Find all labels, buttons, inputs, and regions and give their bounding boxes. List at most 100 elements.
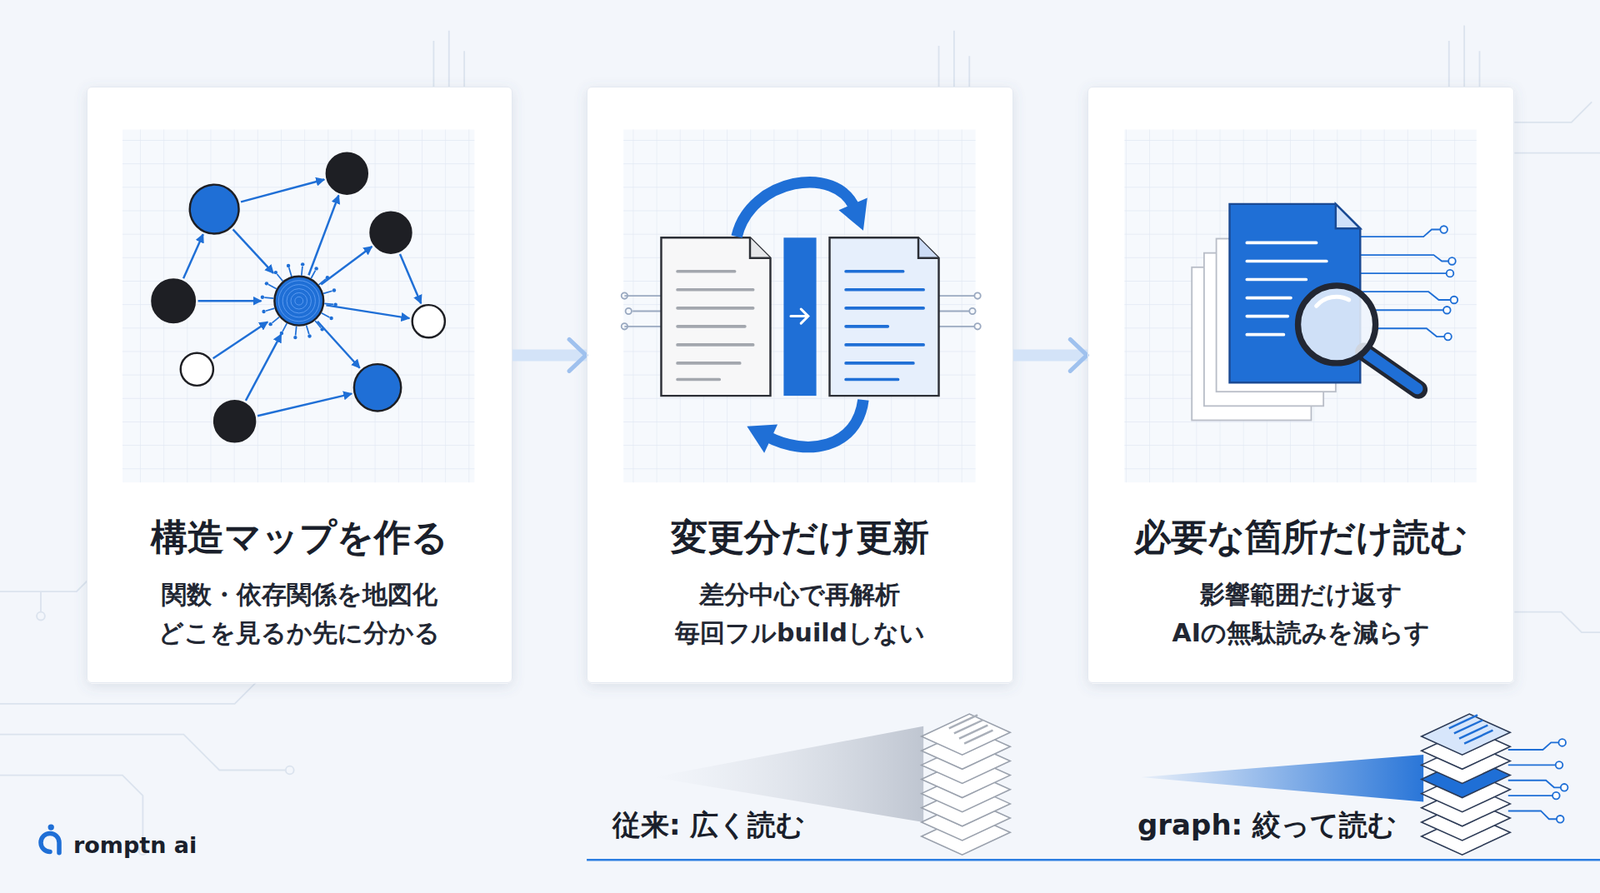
chip-pin-dot — [265, 281, 269, 285]
sheet — [921, 714, 1011, 755]
diff-update-icon — [845, 271, 924, 380]
graph-document-stack — [1508, 742, 1560, 750]
comparison-label: 従来: 広く読む — [612, 806, 805, 844]
chip-core — [278, 280, 320, 322]
card-text: 変更分だけ更新差分中心で再解析毎回フルbuildしない — [587, 514, 1013, 653]
chip-pin — [324, 303, 334, 305]
diff-update-icon — [621, 292, 628, 299]
card-body: 差分中心で再解析 — [699, 575, 900, 615]
diff-update-icon — [783, 237, 816, 396]
graph-node — [354, 364, 401, 411]
graph-node — [151, 280, 195, 323]
sheet-line — [964, 730, 993, 745]
focused-read-icon — [1446, 270, 1455, 278]
card-heading: 構造マップを作る — [150, 514, 449, 561]
flow-arrow — [1013, 349, 1088, 361]
illustration-frames — [1124, 130, 1476, 484]
graph-document-stack — [1556, 815, 1565, 824]
chip-core — [286, 289, 311, 314]
focused-read-icon — [1440, 225, 1458, 340]
graph-document-stack — [1508, 810, 1558, 820]
card-body: 影響範囲だけ返す — [1200, 575, 1403, 615]
chip-pin-dot — [286, 264, 290, 268]
graph-edge — [245, 334, 282, 401]
focused-read-icon — [1360, 272, 1447, 275]
chip-pin — [276, 274, 283, 282]
illustration-frames — [1124, 130, 1476, 484]
card-body: どこを見るか先に分かる — [158, 614, 440, 653]
chip-pin-dot — [274, 270, 278, 275]
graph-node — [326, 153, 368, 195]
focused-read-icon — [1316, 296, 1350, 306]
card-panel — [1087, 86, 1515, 684]
focused-read-icon — [1364, 351, 1419, 390]
circuit-decor — [1449, 25, 1480, 87]
chip-pin-dot — [314, 266, 318, 270]
graph-document-stack — [1555, 761, 1564, 770]
illustration-frames — [623, 130, 975, 484]
focused-read-icon — [1450, 296, 1459, 305]
focused-read-icon — [1335, 204, 1360, 229]
logo-mark — [48, 824, 55, 830]
focused-read-icon — [1298, 285, 1376, 364]
chip-pin-dot — [332, 288, 336, 292]
diff-update-icon — [839, 198, 868, 231]
graph-edge — [198, 300, 262, 302]
diff-update-icon — [624, 295, 661, 327]
focused-read-icon — [1444, 333, 1452, 341]
dependency-graph — [151, 153, 445, 443]
illustration-frames — [122, 130, 475, 484]
card-heading: 変更分だけ更新 — [670, 514, 930, 561]
graph-node — [370, 212, 411, 254]
focused-read-icon — [1440, 225, 1448, 234]
logo-mark — [40, 833, 60, 853]
focused-read-icon — [1360, 291, 1451, 300]
illustration-frames — [122, 130, 475, 484]
chip-pin — [272, 317, 280, 324]
diff-update-icon — [660, 237, 770, 396]
chip-pin-dot — [329, 316, 333, 320]
baseline-rule — [586, 859, 1600, 861]
chip-pin — [321, 313, 330, 318]
step-card: 構造マップを作る関数・依存関係を地図化どこを見るか先に分かる — [86, 86, 513, 684]
chip-pin-dot — [325, 275, 330, 280]
focused-read-icon — [1360, 230, 1441, 238]
graph-document-stack — [1560, 784, 1569, 792]
brand-logo-text: romptn ai — [73, 830, 197, 860]
chip-pin — [295, 326, 297, 336]
chip-pin — [301, 266, 303, 276]
diff-update-icon — [974, 292, 980, 299]
graph-document-stack — [1508, 742, 1562, 820]
diff-update-icon — [677, 271, 754, 380]
focused-read-beam — [1140, 755, 1424, 802]
chip-pin-dot — [333, 302, 337, 306]
graph-edge — [233, 229, 275, 274]
diff-update-icon — [845, 271, 924, 380]
diff-update-icon — [621, 182, 981, 454]
document-stack — [921, 714, 1011, 855]
illustration-frames — [122, 130, 1477, 484]
card-body: 関数・依存関係を地図化 — [161, 575, 438, 615]
chip-pin — [264, 297, 274, 299]
graph-document-stack — [1558, 739, 1566, 747]
circuit-decor — [433, 30, 465, 87]
focused-read-icon — [1448, 257, 1456, 265]
illustration-frames — [623, 130, 975, 484]
chip-core — [295, 296, 304, 305]
chip-pin — [289, 267, 292, 277]
focused-read-icon — [1360, 255, 1450, 261]
diff-update-icon — [736, 182, 855, 237]
chip-pin-dot — [307, 334, 311, 338]
sheet-line — [1459, 725, 1488, 740]
focused-read-icon — [1443, 306, 1451, 315]
focused-read-icon — [1372, 309, 1445, 311]
flow-arrow — [512, 349, 587, 361]
background — [0, 25, 1600, 861]
chip-core — [290, 292, 308, 310]
diff-update-icon — [830, 237, 940, 396]
card-body: AIの無駄読みを減らす — [1172, 614, 1430, 653]
chip-pin-dot — [320, 327, 324, 331]
graph-edge — [308, 195, 339, 276]
graph-document-stack — [1421, 714, 1569, 855]
